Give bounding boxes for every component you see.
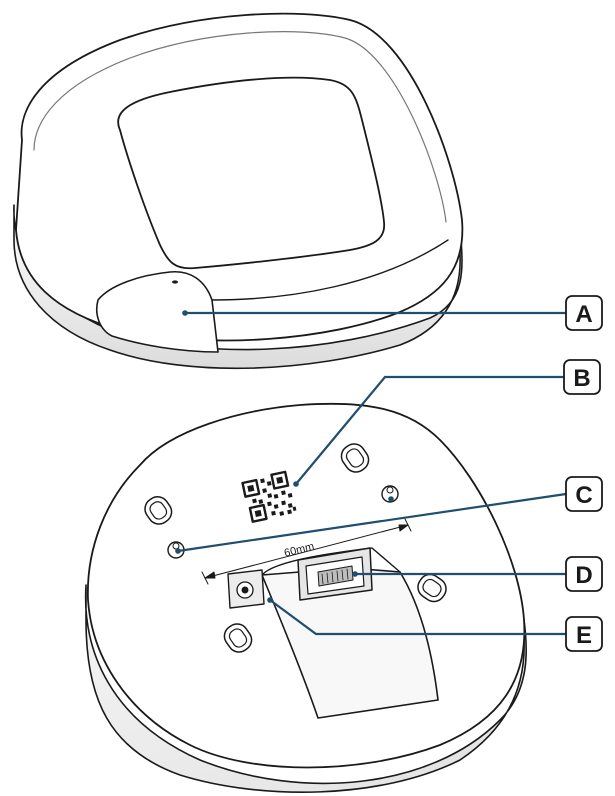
ethernet-port bbox=[297, 547, 373, 601]
leader-line-c bbox=[176, 492, 568, 553]
qr-code bbox=[241, 470, 297, 523]
mounting-slot-top-left bbox=[144, 496, 173, 525]
leader-line-b bbox=[294, 375, 566, 486]
device-bottom-view bbox=[84, 402, 528, 794]
callout-c: C bbox=[565, 476, 603, 512]
callout-e: E bbox=[565, 616, 603, 652]
led-indicator bbox=[172, 280, 178, 284]
device-top-view bbox=[13, 12, 464, 370]
callout-d-label: D bbox=[575, 562, 592, 589]
mounting-slot-top-right bbox=[340, 443, 370, 473]
keyhole-right bbox=[381, 485, 399, 503]
callout-e-label: E bbox=[576, 622, 592, 649]
callouts: A B C D E bbox=[563, 295, 603, 652]
leader-lines bbox=[175, 310, 568, 636]
mounting-slot-bottom-left bbox=[223, 623, 253, 653]
callout-c-label: C bbox=[575, 482, 592, 509]
callout-d: D bbox=[565, 556, 603, 592]
dimension-line bbox=[201, 518, 412, 585]
callout-a: A bbox=[565, 295, 603, 331]
callout-b: B bbox=[563, 359, 601, 395]
device-top-panel bbox=[117, 76, 385, 270]
reset-button bbox=[227, 569, 265, 609]
cable-channel bbox=[261, 567, 439, 719]
leader-line-e bbox=[268, 598, 568, 636]
callout-b-label: B bbox=[573, 365, 590, 392]
callout-a-label: A bbox=[575, 301, 592, 328]
device-top-front-lip bbox=[211, 239, 449, 301]
device-top-shell-inner-edge bbox=[33, 31, 447, 223]
mounting-slot-bottom-right bbox=[417, 573, 447, 603]
device-top-led-window bbox=[96, 271, 219, 353]
